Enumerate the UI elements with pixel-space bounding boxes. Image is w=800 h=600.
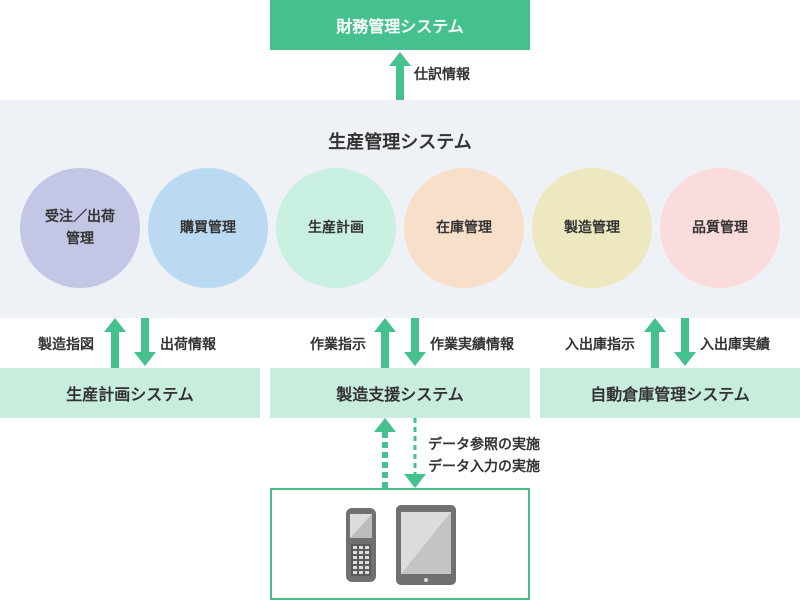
support-up-label: 作業指示	[310, 337, 366, 353]
warehouse-system-label: 自動倉庫管理システム	[590, 385, 750, 404]
journal-info-label: 仕訳情報	[414, 67, 470, 83]
module-inventory-label: 在庫管理	[436, 220, 492, 236]
module-order-shipping-line2: 管理	[66, 231, 94, 247]
module-production-planning: 生産計画	[276, 168, 396, 288]
device-box	[270, 488, 530, 600]
planning-down-arrow	[134, 318, 156, 366]
warehouse-up-label: 入出庫指示	[565, 337, 635, 353]
planning-down-label: 出荷情報	[160, 337, 216, 353]
finance-system-box: 財務管理システム	[270, 0, 530, 50]
device-label-reference: データ参照の実施	[428, 437, 540, 453]
module-purchasing: 購買管理	[148, 168, 268, 288]
journal-up-arrow	[389, 52, 411, 100]
support-system-label: 製造支援システム	[336, 385, 464, 404]
planning-system-label: 生産計画システム	[66, 385, 194, 404]
planning-up-label: 製造指図	[38, 337, 94, 353]
module-manufacturing-label: 製造管理	[564, 220, 620, 236]
module-inventory: 在庫管理	[404, 168, 524, 288]
warehouse-up-arrow	[644, 318, 666, 368]
planning-up-arrow	[104, 318, 126, 368]
finance-system-label: 財務管理システム	[336, 17, 464, 36]
production-system-title: 生産管理システム	[328, 132, 472, 153]
module-purchasing-label: 購買管理	[180, 220, 236, 236]
module-manufacturing: 製造管理	[532, 168, 652, 288]
device-up-dashed-arrow	[374, 418, 396, 488]
support-system-box: 製造支援システム	[270, 368, 530, 418]
support-down-label: 作業実績情報	[430, 337, 514, 353]
support-up-arrow	[374, 318, 396, 368]
module-quality: 品質管理	[660, 168, 780, 288]
planning-system-box: 生産計画システム	[0, 368, 260, 418]
support-down-arrow	[404, 318, 426, 366]
module-production-planning-label: 生産計画	[308, 220, 364, 236]
warehouse-system-box: 自動倉庫管理システム	[540, 368, 800, 418]
module-order-shipping: 受注／出荷管理	[20, 168, 140, 288]
device-label-input: データ入力の実施	[428, 459, 540, 475]
module-order-shipping-line1: 受注／出荷	[45, 209, 115, 225]
warehouse-down-arrow	[674, 318, 696, 366]
warehouse-down-label: 入出庫実績	[700, 337, 770, 353]
module-quality-label: 品質管理	[692, 220, 748, 236]
device-down-dashed-arrow	[404, 418, 426, 488]
